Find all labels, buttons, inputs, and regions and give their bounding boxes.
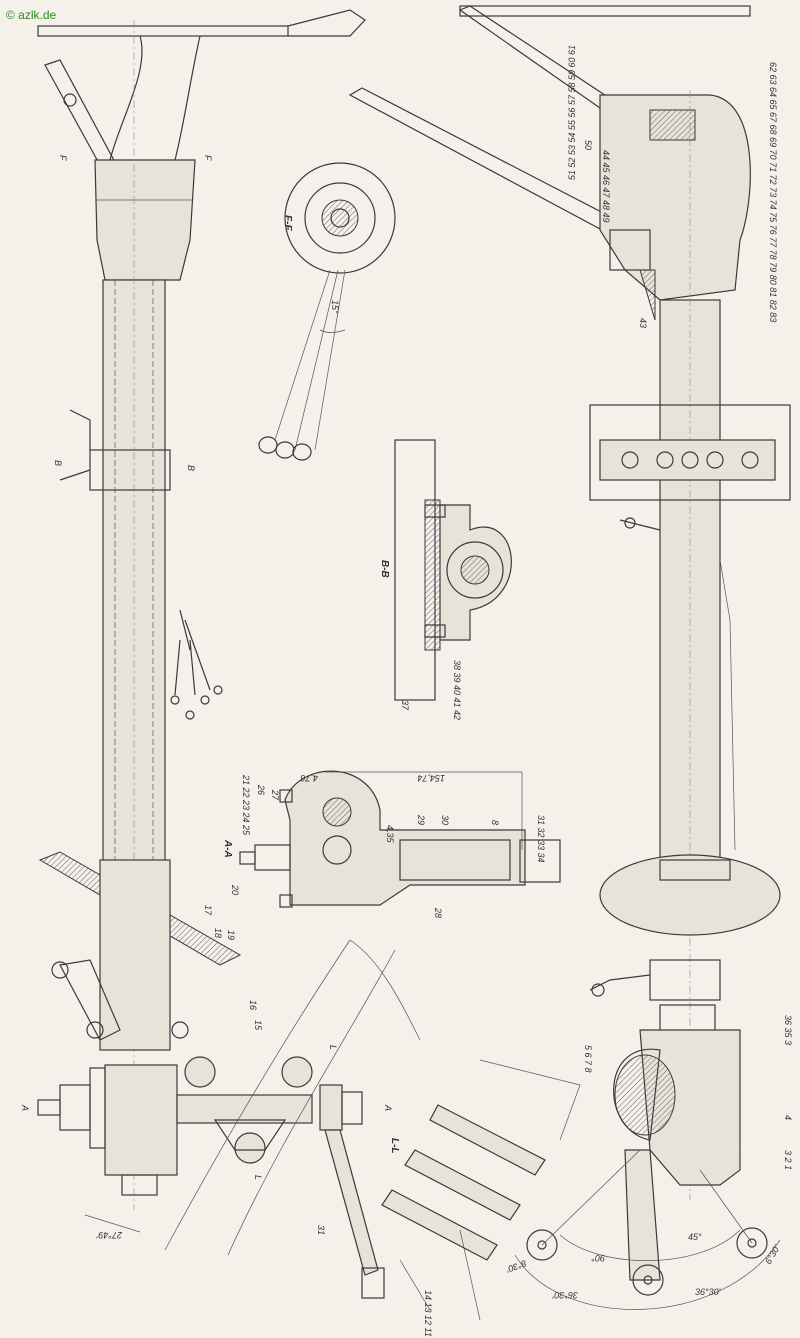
label-lower-left: 5 6 7 8 bbox=[583, 1045, 593, 1073]
label-16: 16 bbox=[248, 1000, 258, 1010]
label-17: 17 bbox=[203, 905, 213, 916]
part-labels: 51 52 53 54 55 56 57 58 59 60 61 62 63 6… bbox=[203, 45, 793, 1338]
label-head-right: 62 63 64 65 67 68 69 70 71 72 73 74 75 7… bbox=[768, 62, 778, 322]
label-lower-right-top: 36 35 3 bbox=[783, 1015, 793, 1045]
label-29: 29 bbox=[416, 814, 426, 825]
angle-2749: 27°49' bbox=[96, 1230, 123, 1240]
label-aa-row: 21 22 23 24 25 bbox=[241, 774, 251, 836]
label-20: 20 bbox=[230, 884, 240, 895]
section-marker-a-left: A bbox=[20, 1104, 30, 1111]
section-aa bbox=[239, 770, 561, 908]
label-bb-row: 38 39 40 41 42 bbox=[452, 660, 462, 720]
label-26: 26 bbox=[256, 784, 266, 795]
label-head-left: 44 45 46 47 48 49 bbox=[601, 150, 611, 223]
angle-45: 45° bbox=[688, 1232, 702, 1242]
dim-435: 4,35 bbox=[385, 825, 395, 844]
watermark: © azlk.de bbox=[6, 8, 57, 22]
angle-90: 90° bbox=[591, 1253, 605, 1263]
section-marker-b-left: B bbox=[53, 460, 63, 466]
label-27: 27 bbox=[270, 789, 280, 801]
section-aa-title: A-A bbox=[222, 839, 233, 858]
angle-630: 6°30' bbox=[763, 1243, 782, 1266]
section-bb bbox=[394, 439, 512, 701]
section-ff-title: F-F bbox=[282, 215, 293, 231]
label-18: 18 bbox=[213, 928, 223, 938]
section-ff bbox=[258, 162, 396, 461]
label-19: 19 bbox=[226, 930, 236, 940]
section-marker-l-top: L bbox=[328, 1045, 338, 1050]
section-marker-a-right: A bbox=[383, 1104, 393, 1111]
label-31: 31 bbox=[316, 1225, 326, 1235]
section-labels: F-F B-B A-A L-L F F B B A A L L bbox=[20, 155, 400, 1180]
angle-3630-left: 36°30' bbox=[552, 1290, 578, 1300]
dim-476: 4,76 bbox=[300, 773, 318, 783]
label-15: 15 bbox=[253, 1020, 263, 1031]
label-lower-right-bottom: 3 2 1 bbox=[783, 1150, 793, 1170]
label-28: 28 bbox=[433, 907, 443, 918]
label-43: 43 bbox=[638, 318, 648, 328]
section-marker-f-left: F bbox=[58, 155, 68, 161]
label-37: 37 bbox=[400, 700, 410, 711]
section-ll bbox=[381, 1059, 581, 1321]
dimension-labels: 4,76 154,74 4,35 15° 27°49' 45° 90° 36°3… bbox=[96, 300, 782, 1300]
section-bb-title: B-B bbox=[379, 560, 390, 578]
left-column-view bbox=[37, 9, 421, 1299]
label-8: 8 bbox=[490, 820, 500, 825]
section-ll-title: L-L bbox=[389, 1138, 400, 1154]
label-head-row: 51 52 53 54 55 56 57 58 59 60 61 bbox=[567, 45, 577, 180]
section-marker-b-right: B bbox=[186, 465, 196, 471]
label-4: 4 bbox=[783, 1115, 793, 1120]
label-30: 30 bbox=[440, 815, 450, 825]
angle-830: 8°30' bbox=[505, 1258, 528, 1274]
section-marker-f-right: F bbox=[203, 155, 213, 161]
section-marker-l-bottom: L bbox=[253, 1175, 263, 1180]
right-column-view bbox=[348, 5, 791, 1310]
label-50: 50 bbox=[583, 140, 593, 150]
label-ll-row: 14 13 12 11 10 9 bbox=[423, 1290, 433, 1338]
angle-3630-right: 36°30' bbox=[695, 1287, 721, 1297]
label-aa-right: 31 32 33 34 bbox=[536, 815, 546, 863]
angle-15: 15° bbox=[330, 300, 340, 314]
dim-15474: 154,74 bbox=[417, 773, 445, 783]
